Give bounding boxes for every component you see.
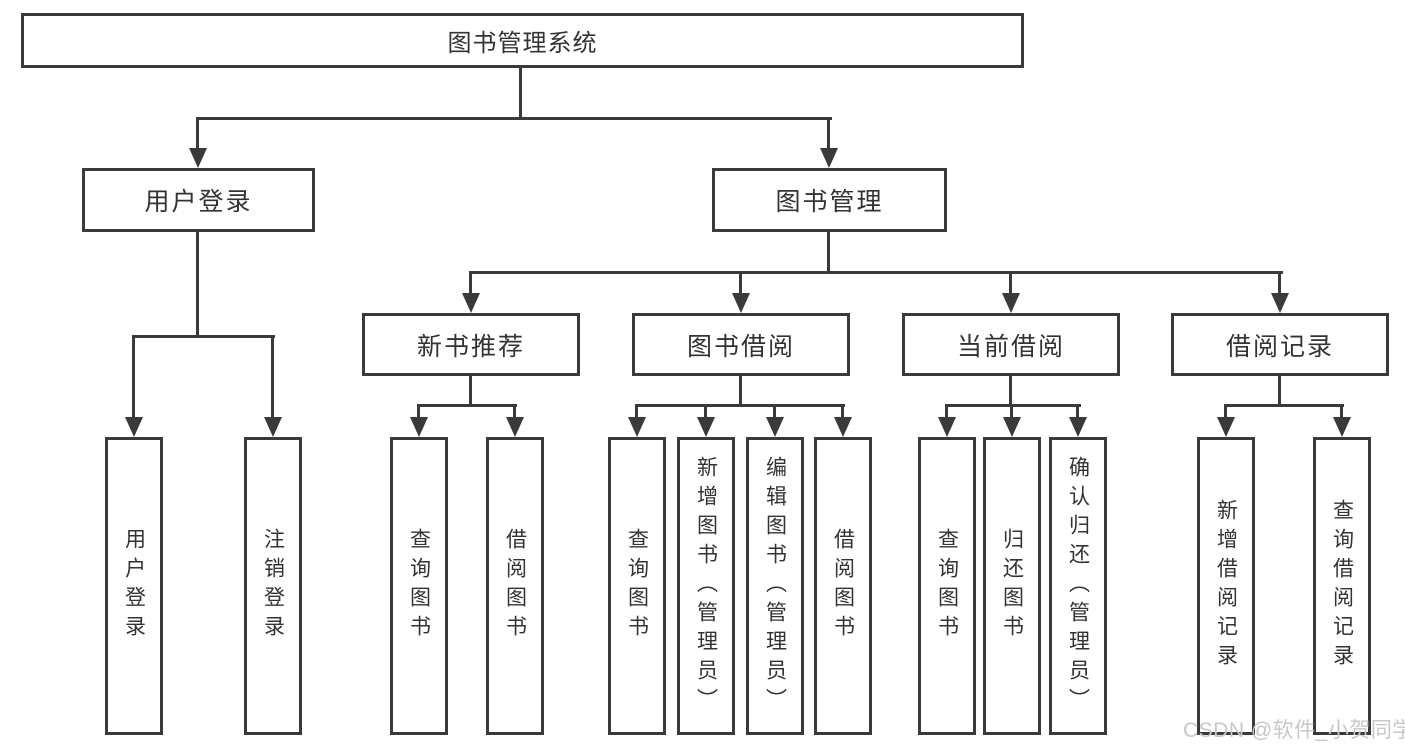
connector-to-leaf-login xyxy=(132,335,135,417)
leaf-add-book-admin: 新增图书（管理员） xyxy=(677,437,735,735)
connector-to-user-login xyxy=(196,117,199,149)
node-book-borrowing: 图书借阅 xyxy=(632,313,850,376)
leaf-borrow-books-recommend: 借阅图书 xyxy=(486,437,544,735)
leaf-query-borrow-record: 查询借阅记录 xyxy=(1313,437,1371,735)
connector-new-book-split xyxy=(417,404,517,407)
leaf-return-books: 归还图书 xyxy=(983,437,1041,735)
leaf-add-borrow-record: 新增借阅记录 xyxy=(1197,437,1255,735)
node-borrowing-records: 借阅记录 xyxy=(1171,313,1389,376)
arrow-down-icon xyxy=(1217,417,1235,437)
arrow-down-icon xyxy=(410,417,428,437)
connector-user-login-split xyxy=(132,335,275,338)
arrow-down-icon xyxy=(189,148,207,168)
leaf-query-books-recommend: 查询图书 xyxy=(390,437,448,735)
node-new-book-recommendation: 新书推荐 xyxy=(362,313,580,376)
leaf-borrow-books: 借阅图书 xyxy=(814,437,872,735)
connector-leaf xyxy=(635,404,638,417)
arrow-down-icon xyxy=(1069,417,1087,437)
arrow-down-icon xyxy=(766,417,784,437)
connector-to-current-borrowing xyxy=(1009,271,1012,294)
leaf-query-books-current: 查询图书 xyxy=(918,437,976,735)
watermark: CSDN @软件_小贺同学 xyxy=(1183,719,1405,742)
connector-leaf xyxy=(1224,404,1227,417)
connector-root-split xyxy=(196,117,832,120)
node-library-management-system: 图书管理系统 xyxy=(21,13,1024,68)
connector-leaf xyxy=(841,404,844,417)
connector-leaf xyxy=(773,404,776,417)
leaf-confirm-return-admin: 确认归还（管理员） xyxy=(1049,437,1107,735)
connector-to-new-book-recommendation xyxy=(469,271,472,294)
connector-to-leaf-logout xyxy=(271,335,274,417)
connector-book-management-drop xyxy=(827,232,830,274)
connector-user-login-drop xyxy=(196,232,199,338)
arrow-down-icon xyxy=(732,293,750,313)
connector-borrowing-records-drop xyxy=(1278,376,1281,407)
connector-to-book-borrowing xyxy=(739,271,742,294)
leaf-query-books-borrowing: 查询图书 xyxy=(608,437,666,735)
arrow-down-icon xyxy=(1333,417,1351,437)
arrow-down-icon xyxy=(462,293,480,313)
arrow-down-icon xyxy=(264,417,282,437)
leaf-edit-book-admin: 编辑图书（管理员） xyxy=(746,437,804,735)
connector-leaf xyxy=(945,404,948,417)
node-current-borrowing: 当前借阅 xyxy=(902,313,1120,376)
arrow-down-icon xyxy=(1271,293,1289,313)
arrow-down-icon xyxy=(125,417,143,437)
arrow-down-icon xyxy=(506,417,524,437)
leaf-logout: 注销登录 xyxy=(244,437,302,735)
connector-current-borrowing-drop xyxy=(1009,376,1012,407)
connector-leaf xyxy=(1010,404,1013,417)
connector-book-borrowing-split xyxy=(635,404,845,407)
arrow-down-icon xyxy=(697,417,715,437)
arrow-down-icon xyxy=(1003,417,1021,437)
connector-book-management-split xyxy=(469,271,1283,274)
connector-book-borrowing-drop xyxy=(739,376,742,407)
connector-borrowing-records-split xyxy=(1224,404,1344,407)
connector-leaf xyxy=(417,404,420,417)
connector-to-borrowing-records xyxy=(1278,271,1281,294)
arrow-down-icon xyxy=(938,417,956,437)
connector-to-book-management xyxy=(827,117,830,149)
connector-current-borrowing-split xyxy=(945,404,1081,407)
node-book-management: 图书管理 xyxy=(712,168,947,232)
arrow-down-icon xyxy=(834,417,852,437)
arrow-down-icon xyxy=(820,148,838,168)
connector-leaf xyxy=(704,404,707,417)
connector-leaf xyxy=(1076,404,1079,417)
connector-root-drop xyxy=(519,68,522,119)
leaf-user-login: 用户登录 xyxy=(105,437,163,735)
connector-leaf xyxy=(513,404,516,417)
arrow-down-icon xyxy=(1002,293,1020,313)
arrow-down-icon xyxy=(628,417,646,437)
connector-leaf xyxy=(1340,404,1343,417)
connector-new-book-drop xyxy=(469,376,472,407)
node-user-login: 用户登录 xyxy=(82,168,315,232)
